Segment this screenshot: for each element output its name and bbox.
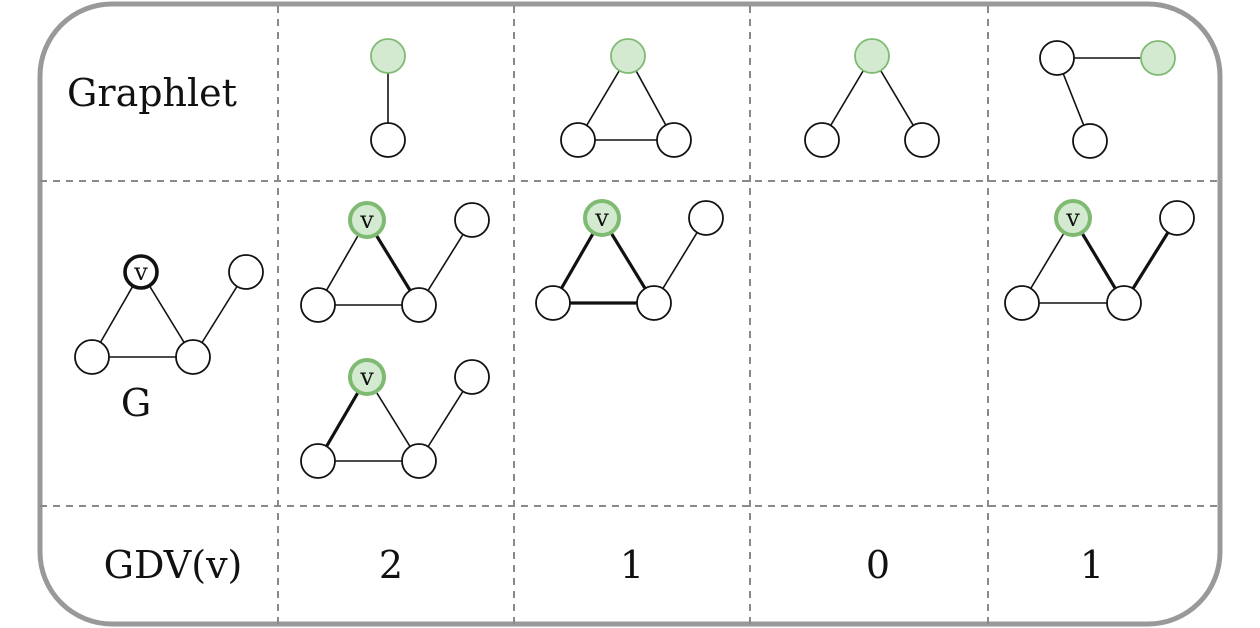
svg-text:v: v <box>594 204 609 232</box>
graphlet-path-center <box>804 38 940 158</box>
gdv-value-4: 1 <box>1080 543 1104 587</box>
table-grid <box>40 6 1220 624</box>
table-frame <box>37 1 1223 627</box>
graphlet-path-end <box>1039 40 1176 159</box>
graphlet-edge <box>370 38 406 158</box>
graph-g: v <box>74 254 264 375</box>
gdv-value-3: 0 <box>866 543 890 587</box>
row-header-graphlet: Graphlet <box>67 71 237 115</box>
row-header-gdv: GDV(v) <box>104 543 243 587</box>
row-header-graph: G <box>121 381 151 425</box>
match-path-end-instance: v <box>1004 199 1195 321</box>
graphlet-triangle <box>560 38 692 158</box>
gdv-value-1: 2 <box>379 543 403 587</box>
svg-text:v: v <box>1065 204 1080 232</box>
match-triangle-instance: v <box>535 199 724 321</box>
svg-text:v: v <box>359 363 374 391</box>
match-edge-instance-1: v <box>300 201 490 323</box>
match-edge-instance-2: v <box>300 358 490 479</box>
node-v <box>123 254 159 290</box>
svg-text:v: v <box>359 206 374 234</box>
gdv-value-2: 1 <box>620 543 644 587</box>
svg-text:v: v <box>133 258 148 286</box>
